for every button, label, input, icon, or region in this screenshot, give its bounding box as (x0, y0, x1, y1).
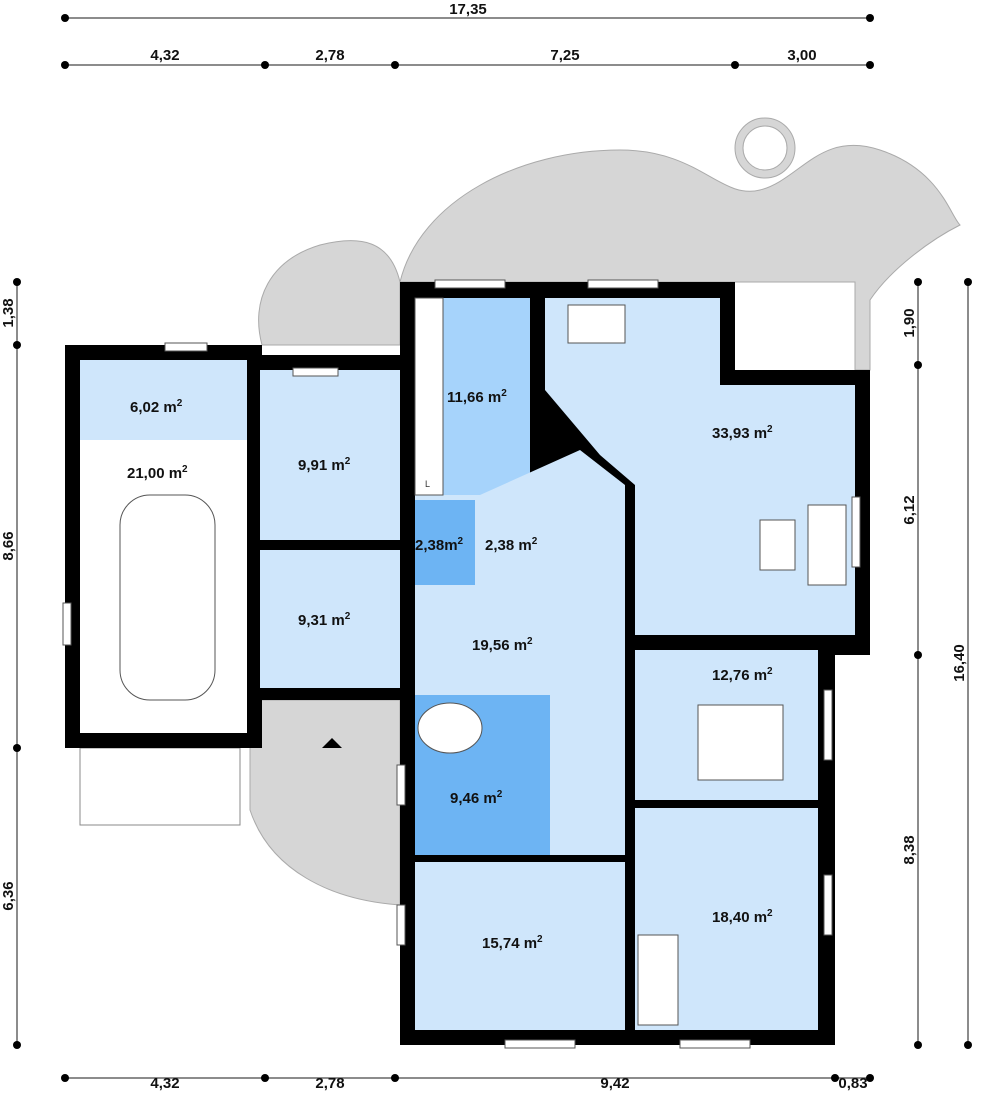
dim-top-4: 3,00 (787, 47, 816, 64)
svg-text:9,91 m2: 9,91 m2 (298, 456, 351, 474)
area-wc: 2,38m (415, 537, 458, 554)
kitchen-label: L (425, 479, 430, 489)
area-bedroom-right: 18,40 m (712, 909, 767, 926)
area-living: 33,93 m (712, 425, 767, 442)
dim-left-1: 1,38 (0, 298, 17, 327)
carport (79, 747, 241, 826)
dim-left-2: 8,66 (0, 531, 17, 560)
unit-superscript: 2 (182, 464, 188, 475)
svg-text:21,00 m2: 21,00 m2 (127, 464, 188, 482)
dim-bottom-3: 9,42 (600, 1075, 629, 1092)
dim-top-3: 7,25 (550, 47, 579, 64)
windows (62, 279, 861, 1049)
car-icon (119, 494, 216, 701)
svg-text:6,02 m2: 6,02 m2 (130, 398, 183, 416)
area-bedroom-small: 12,76 m (712, 667, 767, 684)
rooms-fill (80, 298, 855, 1030)
svg-text:2,38 m2: 2,38 m2 (485, 536, 538, 554)
dim-right-total: 16,40 (951, 644, 968, 682)
area-kitchen: 11,66 m (447, 389, 501, 406)
unit-superscript: 2 (177, 398, 183, 409)
unit-superscript: 2 (458, 536, 464, 547)
terrace-left (258, 240, 401, 346)
terrace-circle-inner (742, 125, 788, 171)
dimension-lines: 17,35 4,32 2,78 7,25 3,00 4,32 2,78 9,42… (0, 1, 972, 1092)
area-storage: 6,02 m (130, 399, 177, 416)
unit-superscript: 2 (767, 908, 773, 919)
unit-superscript: 2 (527, 636, 533, 647)
unit-superscript: 2 (537, 934, 543, 945)
dim-left-3: 6,36 (0, 881, 17, 910)
area-garage: 21,00 m (127, 465, 182, 482)
unit-superscript: 2 (497, 789, 503, 800)
bathtub (417, 702, 483, 754)
dim-right-2: 6,12 (901, 495, 918, 524)
dim-bottom-1: 4,32 (150, 1075, 179, 1092)
sofa (759, 519, 796, 571)
entrance-terrace (249, 699, 401, 906)
entrance-arrow-icon (322, 738, 342, 748)
unit-superscript: 2 (767, 424, 773, 435)
bed (697, 704, 784, 781)
dim-right-3: 8,38 (901, 835, 918, 864)
dim-top-2: 2,78 (315, 47, 344, 64)
couch (807, 504, 847, 586)
area-room-b: 9,31 m (298, 612, 345, 629)
dim-bottom-4: 0,83 (838, 1075, 867, 1092)
svg-text:18,40 m2: 18,40 m2 (712, 908, 773, 926)
svg-text:33,93 m2: 33,93 m2 (712, 424, 773, 442)
area-bath: 9,46 m (450, 790, 497, 807)
svg-text:9,46 m2: 9,46 m2 (450, 789, 503, 807)
svg-text:15,74 m2: 15,74 m2 (482, 934, 543, 952)
dim-top-total: 17,35 (449, 1, 487, 18)
area-closet: 2,38 m (485, 537, 532, 554)
unit-superscript: 2 (345, 611, 351, 622)
dining-table (567, 304, 626, 344)
svg-text:11,66 m2: 11,66 m2 (447, 388, 507, 406)
dim-right-1: 1,90 (901, 308, 918, 337)
room-labels: 6,02 m2 21,00 m2 9,91 m2 9,31 m2 11,66 m… (127, 388, 773, 952)
dim-bottom-2: 2,78 (315, 1075, 344, 1092)
terrace (399, 144, 961, 371)
unit-superscript: 2 (345, 456, 351, 467)
unit-superscript: 2 (767, 666, 773, 677)
kitchen-counter (414, 297, 444, 496)
unit-superscript: 2 (532, 536, 538, 547)
dimension-dots (13, 14, 972, 1082)
svg-text:2,38m2: 2,38m2 (415, 536, 464, 554)
area-hall: 19,56 m (472, 637, 527, 654)
area-room-a: 9,91 m (298, 457, 345, 474)
single-bed (637, 934, 679, 1026)
dim-top-1: 4,32 (150, 47, 179, 64)
svg-text:19,56 m2: 19,56 m2 (472, 636, 533, 654)
area-bedroom-left: 15,74 m (482, 935, 537, 952)
svg-text:9,31 m2: 9,31 m2 (298, 611, 351, 629)
svg-text:12,76 m2: 12,76 m2 (712, 666, 773, 684)
unit-superscript: 2 (501, 388, 507, 399)
